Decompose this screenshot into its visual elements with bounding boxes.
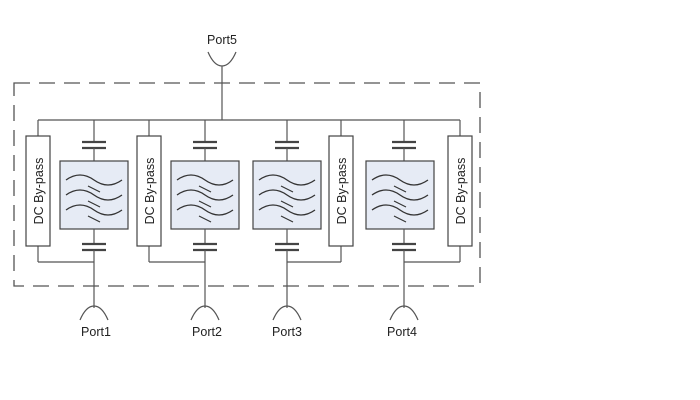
port3-label: Port3: [272, 325, 302, 339]
filter-branch-2: [170, 120, 240, 308]
port4-symbol: [389, 305, 419, 321]
filter-branch-4: [365, 120, 435, 308]
port1-label: Port1: [81, 325, 111, 339]
port4-label: Port4: [387, 325, 417, 339]
enclosure-dashed-frame: [13, 82, 481, 287]
port2-label: Port2: [192, 325, 222, 339]
dc-bypass-1: DC By-pass: [25, 120, 51, 262]
port5-symbol: [207, 51, 237, 120]
dc-bypass-2: DC By-pass: [136, 120, 162, 262]
dc-bypass-label: DC By-pass: [32, 158, 46, 225]
dc-bypass-label: DC By-pass: [143, 158, 157, 225]
port5-label: Port5: [207, 33, 237, 47]
dc-bypass-3: DC By-pass: [328, 120, 354, 262]
filter-branch-3: [252, 120, 322, 308]
filter-branch-1: [59, 120, 129, 308]
port3-symbol: [272, 305, 302, 321]
port1-symbol: [79, 305, 109, 321]
dc-bypass-label: DC By-pass: [335, 158, 349, 225]
dc-bypass-4: DC By-pass: [447, 120, 473, 262]
dc-bypass-label: DC By-pass: [454, 158, 468, 225]
port2-symbol: [190, 305, 220, 321]
